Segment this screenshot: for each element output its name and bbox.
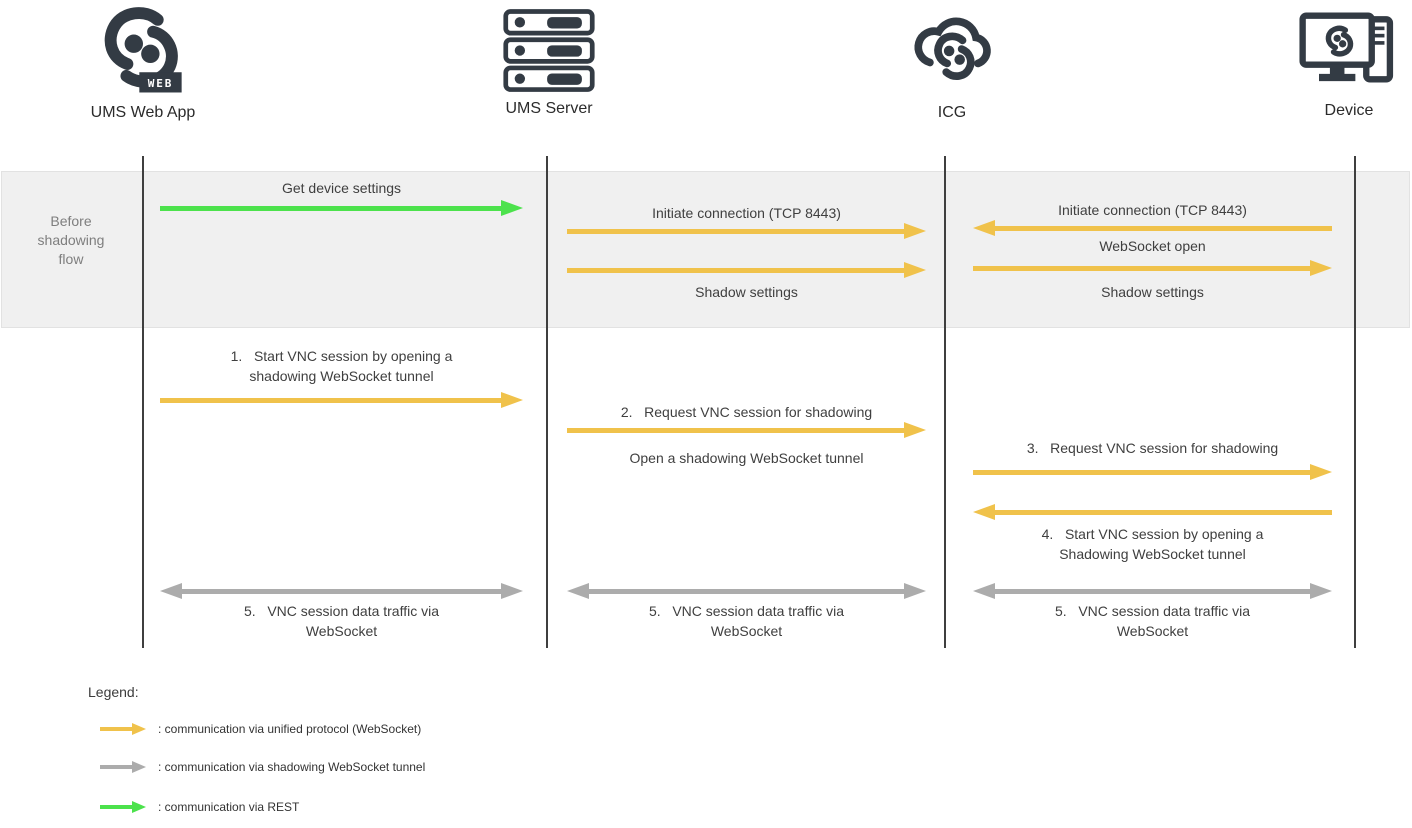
msg-step5-vnc-traffic-c: 5. VNC session data traffic via WebSocke…: [973, 583, 1332, 641]
msg-get-device-settings: Get device settings: [160, 178, 523, 216]
unified-arrow-right: [567, 223, 926, 239]
monitor-pc-icon: [1249, 8, 1412, 96]
shadow-arrow-legend-icon: [100, 761, 146, 773]
legend-title: Legend:: [88, 684, 139, 700]
msg-step5-vnc-traffic-b: 5. VNC session data traffic via WebSocke…: [567, 583, 926, 641]
msg-initiate-connection-server-icg: Initiate connection (TCP 8443): [567, 203, 926, 239]
msg-step5-vnc-traffic-a: 5. VNC session data traffic via WebSocke…: [160, 583, 523, 641]
cloud-igel-icon: [852, 2, 1052, 98]
lifeline-ums-server: [546, 156, 548, 648]
actor-ums-server: UMS Server: [449, 8, 649, 118]
lifeline-ums-web-app: [142, 156, 144, 648]
server-stack-icon: [449, 8, 649, 94]
msg-step3-request-vnc: 3. Request VNC session for shadowing: [973, 438, 1332, 480]
unified-arrow-right: [973, 260, 1332, 276]
actor-label-device: Device: [1324, 102, 1374, 119]
unified-arrow-right: [973, 464, 1332, 480]
unified-arrow-right: [160, 392, 523, 408]
actor-ums-web-app: WEB UMS Web App: [43, 6, 243, 122]
msg-shadow-settings-server-icg: Shadow settings: [567, 262, 926, 302]
legend-item-unified: : communication via unified protocol (We…: [100, 722, 421, 736]
rest-arrow-legend-icon: [100, 801, 146, 813]
msg-shadow-settings-icg-device: Shadow settings: [973, 260, 1332, 302]
shadow-arrow-double: [973, 583, 1332, 599]
unified-arrow-right: [567, 262, 926, 278]
igel-web-logo-icon: WEB: [43, 6, 243, 98]
shadow-arrow-double: [567, 583, 926, 599]
phase-label: Before shadowing flow: [37, 213, 105, 267]
actor-label-ums-web-app: UMS Web App: [90, 104, 196, 121]
actor-label-icg: ICG: [937, 104, 967, 121]
actor-label-ums-server: UMS Server: [505, 100, 593, 117]
legend-item-rest: : communication via REST: [100, 800, 299, 814]
rest-arrow-right: [160, 200, 523, 216]
before-shadowing-band: [1, 171, 1410, 328]
msg-step4-start-vnc: 4. Start VNC session by opening a Shadow…: [973, 504, 1332, 564]
legend-item-shadow-tunnel: : communication via shadowing WebSocket …: [100, 760, 425, 774]
shadow-arrow-double: [160, 583, 523, 599]
web-badge-text: WEB: [148, 77, 173, 90]
lifeline-device: [1354, 156, 1356, 648]
msg-initiate-connection-device-icg: Initiate connection (TCP 8443) WebSocket…: [973, 200, 1332, 256]
unified-arrow-left: [973, 504, 1332, 520]
unified-arrow-right: [567, 422, 926, 438]
actor-icg: ICG: [852, 2, 1052, 122]
lifeline-icg: [944, 156, 946, 648]
msg-step1-start-vnc: 1. Start VNC session by opening a shadow…: [160, 346, 523, 408]
msg-step2-request-vnc: 2. Request VNC session for shadowing Ope…: [567, 402, 926, 468]
actor-device: Device: [1249, 8, 1412, 120]
unified-arrow-left: [973, 220, 1332, 236]
unified-arrow-legend-icon: [100, 723, 146, 735]
